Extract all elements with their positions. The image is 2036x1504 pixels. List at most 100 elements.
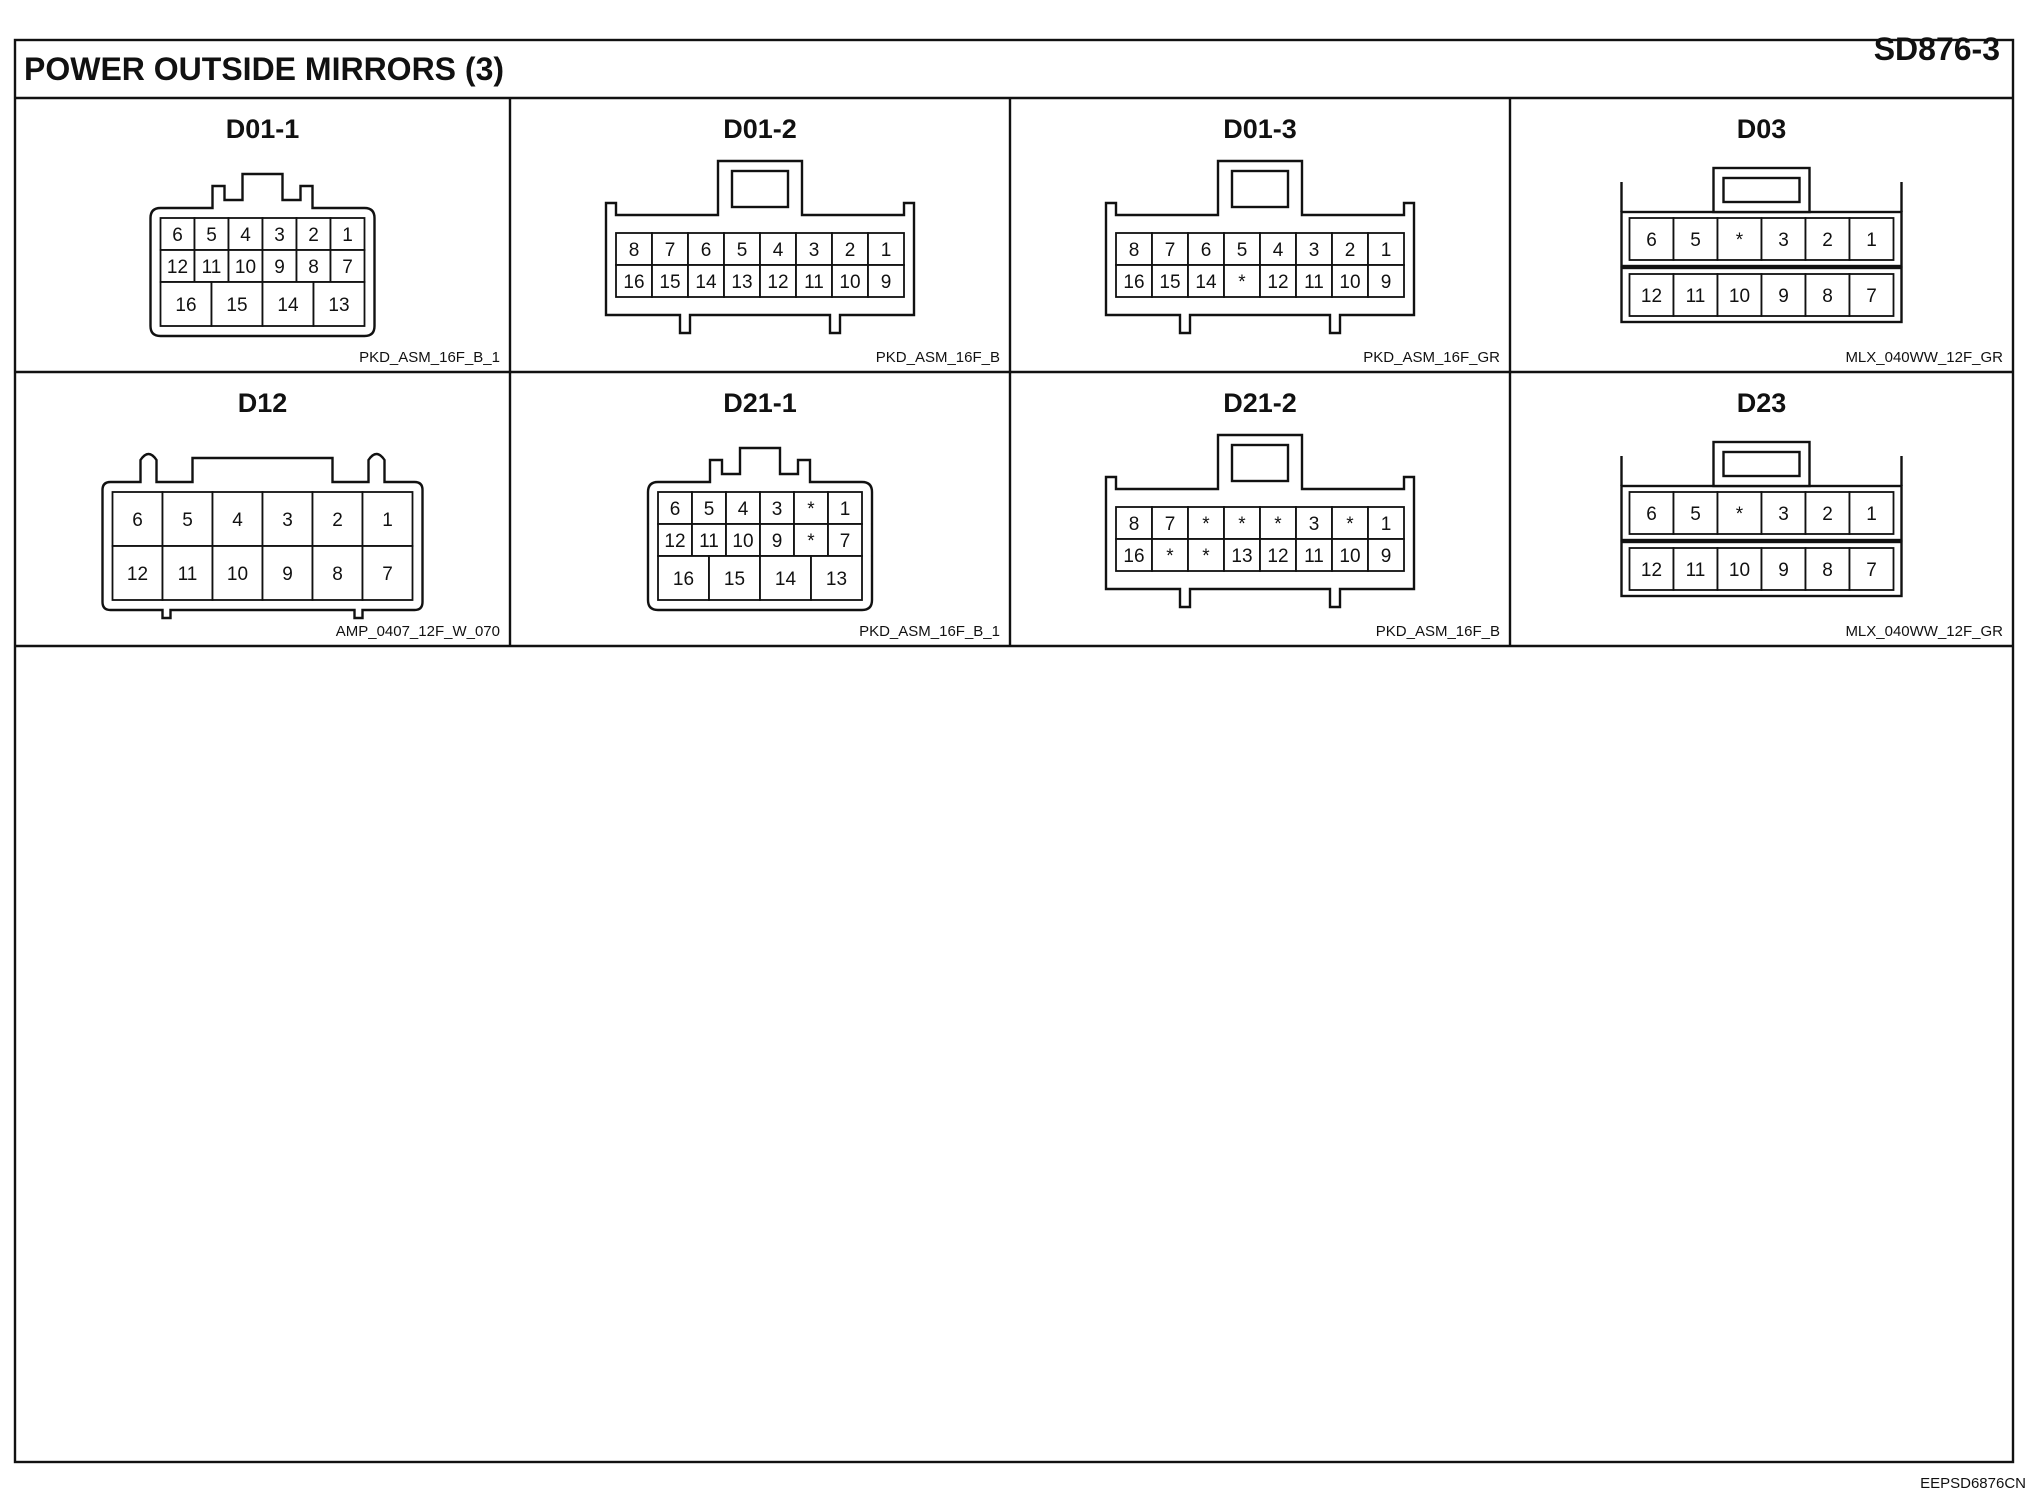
pin-cell: [1259, 538, 1297, 572]
pin-cell: [1295, 264, 1333, 298]
pin-number: 1: [1381, 240, 1392, 261]
pin-number: 11: [1686, 560, 1706, 581]
pin-number: 11: [804, 272, 824, 293]
pin-number: 3: [282, 510, 293, 531]
connector-title: D21-2: [1223, 388, 1297, 418]
page-code: SD876-3: [1874, 31, 2000, 67]
pin-number: 7: [840, 531, 851, 552]
pin-number: 2: [845, 240, 856, 261]
pin-number: 1: [382, 510, 393, 531]
connector-title: D23: [1737, 388, 1787, 418]
pin-number: 12: [664, 531, 685, 552]
pin-number: 1: [881, 240, 892, 261]
pin-unused: *: [1736, 230, 1744, 251]
pin-number: 12: [1641, 560, 1662, 581]
pin-number: 3: [1778, 504, 1789, 525]
pin-unused: *: [1274, 514, 1282, 535]
pin-number: 10: [1729, 286, 1750, 307]
pin-number: 9: [1778, 286, 1789, 307]
pin-number: 7: [342, 257, 353, 278]
pin-number: 16: [623, 272, 644, 293]
pin-cell: [1223, 538, 1261, 572]
pin-cell: [1760, 491, 1807, 535]
pin-cell: [1760, 217, 1807, 261]
pin-number: 13: [731, 272, 752, 293]
pin-number: 10: [1339, 272, 1360, 293]
pin-cell: [210, 281, 264, 327]
pin-number: 4: [773, 240, 784, 261]
connector-part-number: MLX_040WW_12F_GR: [1845, 349, 2003, 366]
pin-number: 3: [274, 225, 285, 246]
pin-cell: [1187, 538, 1225, 572]
pin-cell: [1848, 547, 1895, 591]
pin-cell: [295, 217, 332, 251]
pin-number: 12: [1641, 286, 1662, 307]
pin-number: 16: [1123, 272, 1144, 293]
pin-number: 8: [1822, 560, 1833, 581]
pin-number: 3: [772, 499, 783, 520]
connector-latch: [730, 169, 790, 209]
pin-cell: [1716, 217, 1763, 261]
connector-part-number: PKD_ASM_16F_B: [876, 349, 1000, 366]
pin-number: 15: [659, 272, 680, 293]
connector-latch: [1230, 443, 1290, 483]
pin-cell: [111, 545, 164, 601]
connector-part-number: PKD_ASM_16F_B_1: [859, 623, 1000, 640]
pin-cell: [1848, 217, 1895, 261]
pin-cell: [1672, 217, 1719, 261]
pin-number: 12: [1267, 546, 1288, 567]
pin-number: 13: [1231, 546, 1252, 567]
connector-title: D01-3: [1223, 114, 1297, 144]
pin-number: 5: [704, 499, 715, 520]
pin-cell: [1804, 273, 1851, 317]
pin-cell: [651, 264, 689, 298]
pin-unused: *: [807, 531, 815, 552]
pin-number: 10: [1729, 560, 1750, 581]
pin-number: 7: [382, 564, 393, 585]
pin-cell: [1223, 506, 1261, 540]
pin-number: 11: [178, 564, 198, 585]
pin-number: 4: [240, 225, 251, 246]
pin-cell: [1804, 217, 1851, 261]
pin-number: 1: [1866, 230, 1877, 251]
pin-number: 12: [167, 257, 188, 278]
pin-cell: [1367, 264, 1405, 298]
pin-cell: [1151, 232, 1189, 266]
pin-cell: [723, 232, 761, 266]
connector-title: D12: [238, 388, 288, 418]
pin-cell: [211, 545, 264, 601]
pin-cell: [193, 217, 230, 251]
pin-number: 16: [175, 295, 196, 316]
pin-number: 2: [1345, 240, 1356, 261]
pin-number: 15: [724, 569, 745, 590]
pin-cell: [827, 491, 863, 525]
pin-number: 5: [182, 510, 193, 531]
pin-cell: [1223, 264, 1261, 298]
pin-number: 10: [227, 564, 248, 585]
pin-number: 2: [1822, 504, 1833, 525]
pin-cell: [827, 523, 863, 557]
pin-number: 11: [1304, 546, 1324, 567]
connector-part-number: PKD_ASM_16F_B: [1376, 623, 1500, 640]
connector-part-number: PKD_ASM_16F_GR: [1363, 349, 1500, 366]
pin-cell: [1628, 547, 1675, 591]
pin-number: 6: [132, 510, 143, 531]
pin-number: 12: [767, 272, 788, 293]
pin-number: 3: [1778, 230, 1789, 251]
pin-number: 5: [206, 225, 217, 246]
pin-number: 5: [1237, 240, 1248, 261]
pin-number: 6: [1646, 504, 1657, 525]
pin-cell: [1259, 264, 1297, 298]
pin-number: 10: [839, 272, 860, 293]
pin-number: 14: [695, 272, 717, 293]
pin-number: 9: [1778, 560, 1789, 581]
pin-cell: [1672, 491, 1719, 535]
connector-latch: [1230, 169, 1290, 209]
pin-unused: *: [1238, 514, 1246, 535]
pin-cell: [708, 555, 761, 601]
pin-number: 11: [699, 531, 719, 552]
